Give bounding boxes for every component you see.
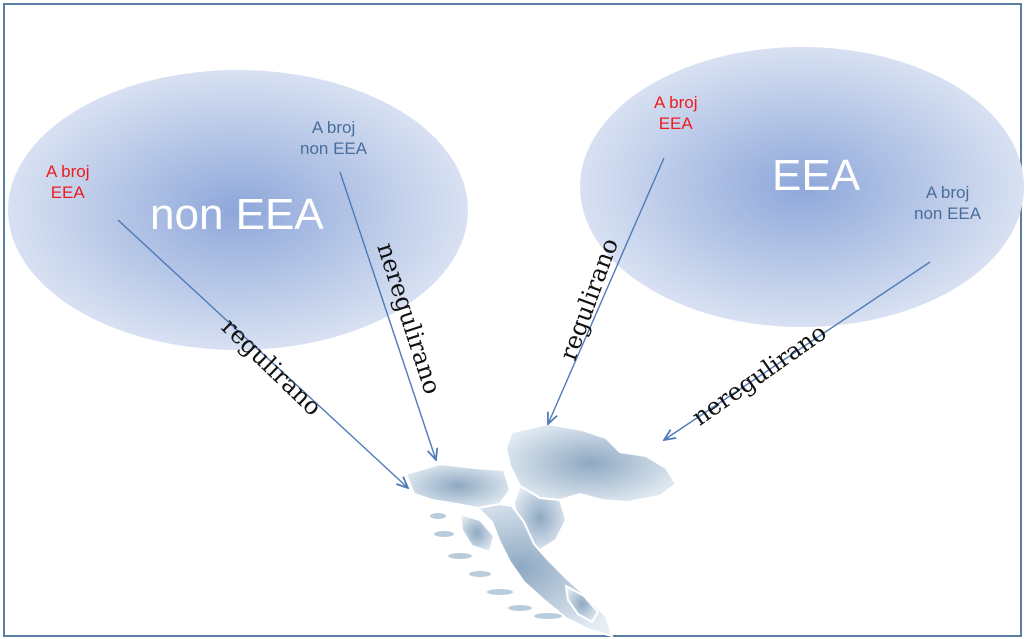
- right-label-a-broj-eea: A broj EEA: [654, 93, 698, 134]
- right-label-a-broj-non-eea: A broj non EEA: [914, 183, 982, 224]
- eea-title: EEA: [772, 151, 861, 200]
- eea-ellipse: [580, 47, 1024, 327]
- non-eea-ellipse: [8, 70, 468, 350]
- arrow-left-regulirano: [117, 219, 408, 488]
- arrow-left-neregulirano: [339, 171, 436, 460]
- arrow-right-neregulirano: [664, 261, 931, 440]
- arrow-right-regulirano: [548, 157, 665, 424]
- left-label-a-broj-non-eea: A broj non EEA: [300, 118, 368, 159]
- croatia-map-icon: [404, 422, 678, 638]
- non-eea-title: non EEA: [150, 190, 324, 239]
- islands: [430, 513, 562, 619]
- left-label-a-broj-eea: A broj EEA: [46, 162, 90, 203]
